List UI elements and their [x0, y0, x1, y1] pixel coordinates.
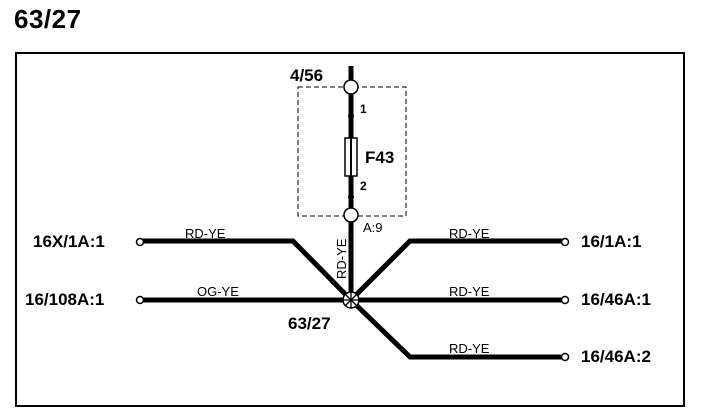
page-title: 63/27 [14, 4, 82, 34]
wire-right-top [349, 238, 562, 302]
wire-right-top-color-label: RD-YE [449, 226, 490, 241]
connector-top-circle [343, 79, 359, 95]
wire-right-bot-color-label: RD-YE [449, 341, 490, 356]
wire-left-top [142, 238, 353, 302]
splice-label: 63/27 [288, 314, 331, 333]
terminal-right-bot [560, 352, 570, 362]
terminal-right-bot-label: 16/46A:2 [581, 347, 651, 366]
terminal-right-mid [560, 295, 570, 305]
diagram-frame [15, 52, 685, 407]
terminal-left-top-label: 16X/1A:1 [33, 232, 105, 251]
connector-bottom-circle [343, 207, 359, 223]
fuse-pin-in-label: 1 [360, 102, 367, 116]
terminal-left-top [135, 237, 145, 247]
fuse-pin-2-dot [348, 194, 354, 200]
connector-bottom-label: A:9 [363, 220, 383, 235]
fuse-pin-1-dot [348, 113, 354, 119]
splice-icon [342, 291, 360, 309]
connector-top-label: 4/56 [290, 66, 323, 85]
wire-right-bot [349, 298, 562, 360]
terminal-right-top [560, 237, 570, 247]
wire-vertical-color-label: RD-YE [334, 238, 349, 279]
terminal-left-mid [135, 295, 145, 305]
fuse-pin-out-label: 2 [360, 179, 367, 193]
terminal-left-mid-label: 16/108A:1 [25, 290, 104, 309]
terminal-right-mid-label: 16/46A:1 [581, 290, 651, 309]
wire-right-mid-color-label: RD-YE [449, 284, 490, 299]
wire-left-mid-color-label: OG-YE [197, 284, 239, 299]
terminal-right-top-label: 16/1A:1 [581, 232, 641, 251]
wire-left-top-color-label: RD-YE [185, 226, 226, 241]
fuse-label: F43 [365, 148, 394, 167]
